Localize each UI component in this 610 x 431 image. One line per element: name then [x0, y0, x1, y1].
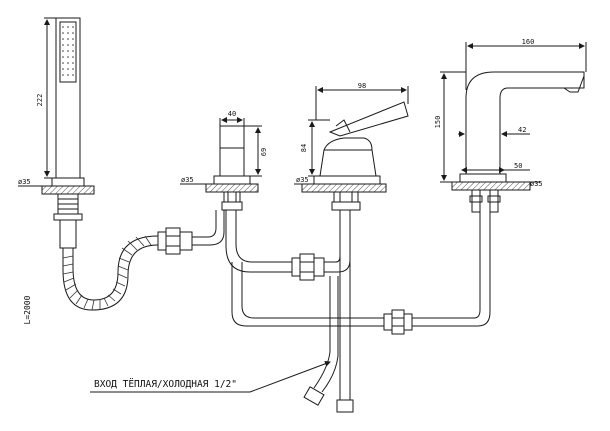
dim-hose-length-label: L=2000 — [23, 295, 32, 324]
shower-nozzle-dots — [62, 26, 74, 76]
dim-spout-width — [465, 42, 587, 90]
dim-control-height-label: 69 — [260, 148, 268, 156]
shower-hose — [62, 210, 225, 311]
basin-mixer — [301, 101, 409, 211]
dim-mixer-height — [308, 119, 330, 177]
inlet-note-label: ВХОД ТЁПЛАЯ/ХОЛОДНАЯ 1/2" — [94, 379, 237, 390]
dim-mixer-width-label: 98 — [358, 82, 366, 90]
dim-spout-hole-label: ø35 — [530, 180, 543, 188]
inlet-note-leader — [90, 360, 331, 393]
dim-control-hole-label: ø35 — [181, 176, 194, 184]
dim-mixer-hole-label: ø35 — [296, 176, 309, 184]
bath-spout — [451, 71, 585, 213]
dim-control-width — [219, 117, 245, 126]
dim-control-height — [244, 125, 262, 177]
connection-pipes — [225, 210, 491, 413]
hand-shower — [41, 17, 95, 249]
dim-spout-outlet-label: 42 — [518, 126, 526, 134]
dim-spout-base-label: 50 — [514, 162, 522, 170]
dim-spout-height-label: 150 — [434, 116, 442, 129]
dim-shower-length-label: 222 — [36, 94, 44, 107]
dim-spout-width-label: 160 — [522, 38, 535, 46]
dim-shower-length — [44, 17, 56, 179]
dim-mixer-width — [315, 86, 409, 120]
dim-shower-hole-label: ø35 — [18, 178, 31, 186]
diverter-control — [205, 125, 259, 211]
dim-mixer-height-label: 84 — [300, 144, 308, 152]
dim-spout-height — [440, 71, 466, 183]
dim-control-width-label: 40 — [228, 110, 236, 118]
